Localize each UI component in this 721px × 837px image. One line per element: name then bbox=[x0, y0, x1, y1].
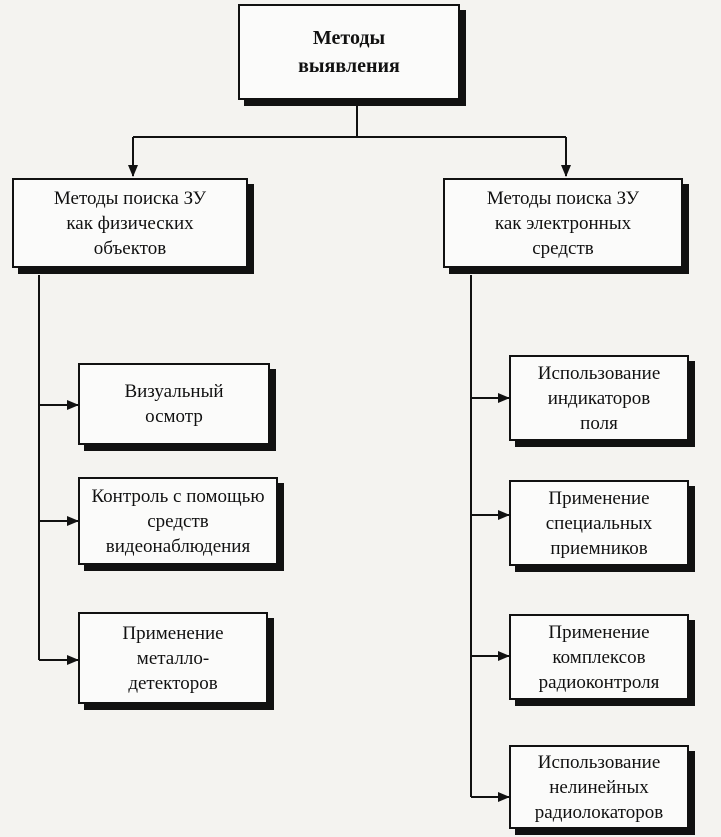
visual-inspection-node: Визуальный осмотр bbox=[78, 363, 270, 445]
root-node: Методы выявления bbox=[238, 4, 460, 100]
special-receivers-node: Применение специальных приемников bbox=[509, 480, 689, 566]
field-indicators-node: Использование индикаторов поля bbox=[509, 355, 689, 441]
nonlinear-radars-node: Использование нелинейных радиолокаторов bbox=[509, 745, 689, 829]
metal-detectors-node: Применение металло- детекторов bbox=[78, 612, 268, 704]
video-control-node: Контроль с помощью средств видеонаблюден… bbox=[78, 477, 278, 565]
radio-control-node: Применение комплексов радиоконтроля bbox=[509, 614, 689, 700]
right-branch-node: Методы поиска ЗУ как электронных средств bbox=[443, 178, 683, 268]
left-branch-node: Методы поиска ЗУ как физических объектов bbox=[12, 178, 248, 268]
